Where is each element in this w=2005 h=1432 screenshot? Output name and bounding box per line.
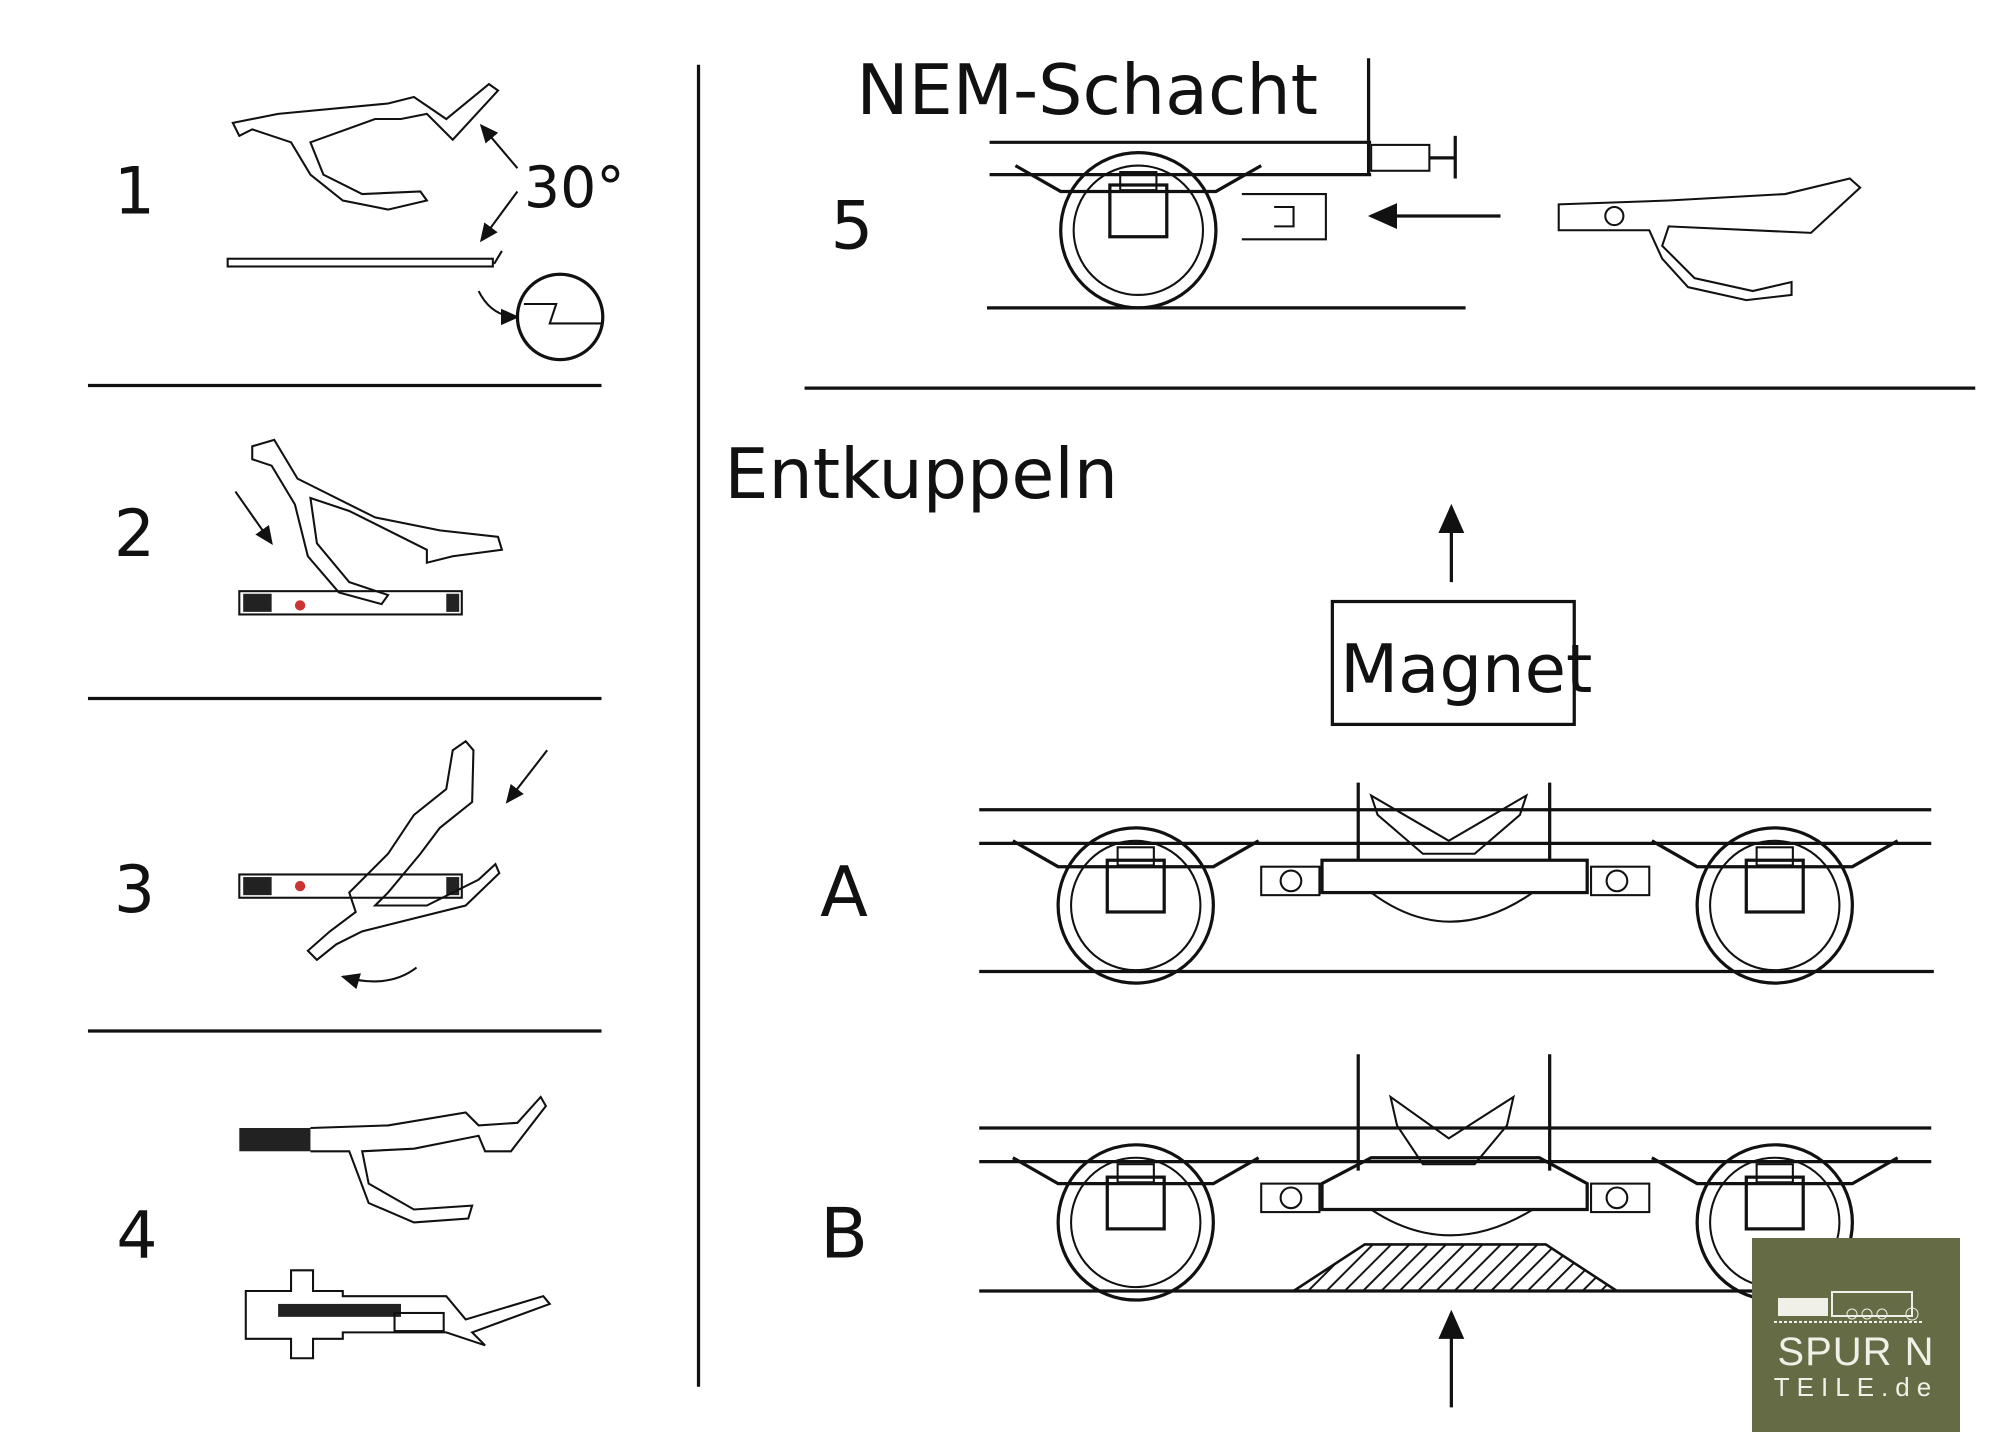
step-5-drawing: [986, 58, 1862, 310]
variant-b-drawing: [979, 1054, 1934, 1302]
step-2-drawing: [234, 438, 504, 616]
locomotive-icon: [1774, 1291, 1922, 1323]
logo-line-2: TEILE.de: [1773, 1372, 1939, 1402]
magnet-box: [1330, 599, 1576, 727]
magnet-block: [1289, 1243, 1622, 1293]
entkuppeln-title: Entkuppeln: [724, 434, 1118, 515]
step-4-drawing: [239, 1095, 552, 1360]
magnet-label: Magnet: [1340, 630, 1592, 708]
step-3-label: 3: [114, 853, 155, 928]
logo-line-1: SPUR N: [1777, 1330, 1935, 1374]
step-2-label: 2: [114, 497, 155, 572]
step-1-label: 1: [114, 154, 155, 229]
angle-label: 30°: [524, 155, 625, 221]
variant-a-drawing: [979, 782, 1934, 985]
step-1-drawing: [226, 82, 605, 362]
spurnteile-logo: SPUR N TEILE.de: [1752, 1238, 1960, 1432]
variant-a-label: A: [820, 852, 868, 933]
step-3-drawing: [238, 739, 548, 990]
variant-b-label: B: [820, 1193, 868, 1274]
nem-schacht-title: NEM-Schacht: [856, 50, 1318, 131]
step-4-label: 4: [116, 1198, 157, 1273]
step-5-label: 5: [830, 186, 873, 264]
